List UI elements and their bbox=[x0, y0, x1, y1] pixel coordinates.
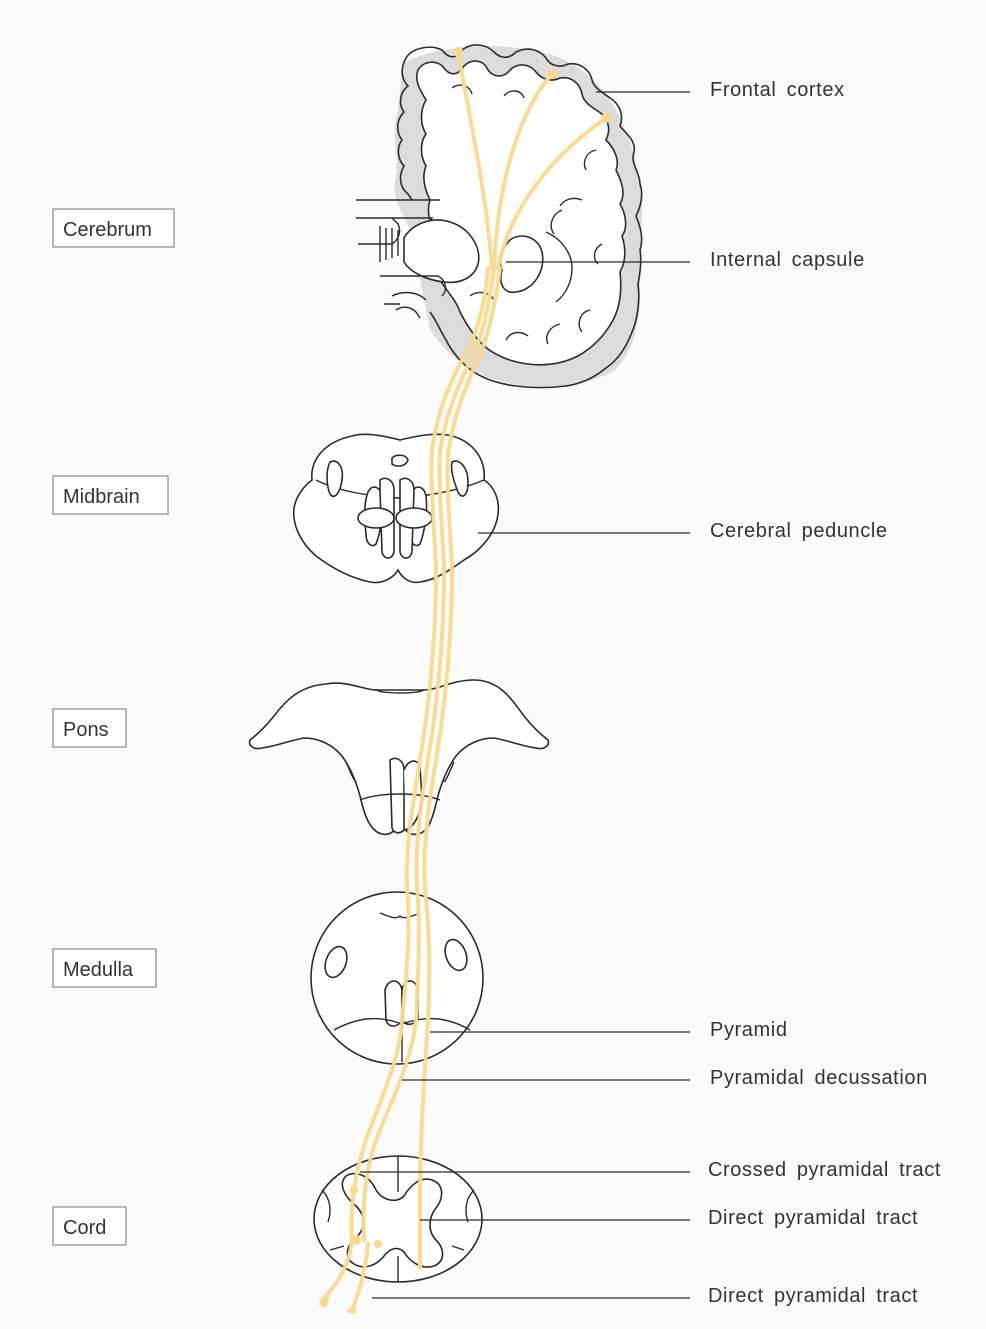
direct-pyramidal-tract-label-2: Direct pyramidal tract bbox=[708, 1285, 918, 1307]
crossed-pyramidal-tract-label: Crossed pyramidal tract bbox=[708, 1159, 941, 1181]
label-cerebral-peduncle: Cerebral peduncle bbox=[478, 520, 888, 542]
direct-pyramidal-tract-label-1: Direct pyramidal tract bbox=[708, 1207, 918, 1229]
label-frontal-cortex: Frontal cortex bbox=[596, 79, 845, 101]
cord-section bbox=[314, 1156, 482, 1282]
level-label-cord: Cord bbox=[63, 1217, 106, 1239]
internal-capsule-label: Internal capsule bbox=[710, 249, 865, 271]
level-label-pons: Pons bbox=[63, 719, 109, 741]
level-cerebrum: Cerebrum bbox=[53, 209, 174, 247]
level-label-medulla: Medulla bbox=[63, 959, 134, 981]
pyramidal-decussation-label: Pyramidal decussation bbox=[710, 1067, 928, 1089]
level-pons: Pons bbox=[53, 709, 126, 747]
level-label-midbrain: Midbrain bbox=[63, 486, 140, 508]
frontal-cortex-label: Frontal cortex bbox=[710, 79, 845, 101]
level-label-cerebrum: Cerebrum bbox=[63, 219, 152, 241]
pons-section bbox=[250, 680, 549, 834]
level-medulla: Medulla bbox=[53, 949, 156, 987]
label-direct-pyramidal-tract-1: Direct pyramidal tract bbox=[420, 1207, 918, 1229]
label-direct-pyramidal-tract-2: Direct pyramidal tract bbox=[372, 1285, 918, 1307]
level-midbrain: Midbrain bbox=[53, 476, 168, 514]
midbrain-section bbox=[294, 434, 499, 582]
medulla-section bbox=[311, 892, 483, 1064]
level-cord: Cord bbox=[53, 1207, 126, 1245]
cerebral-peduncle-label: Cerebral peduncle bbox=[710, 520, 888, 542]
label-pyramid: Pyramid bbox=[430, 1019, 788, 1041]
label-pyramidal-decussation: Pyramidal decussation bbox=[402, 1067, 928, 1089]
pyramid-label: Pyramid bbox=[710, 1019, 788, 1041]
